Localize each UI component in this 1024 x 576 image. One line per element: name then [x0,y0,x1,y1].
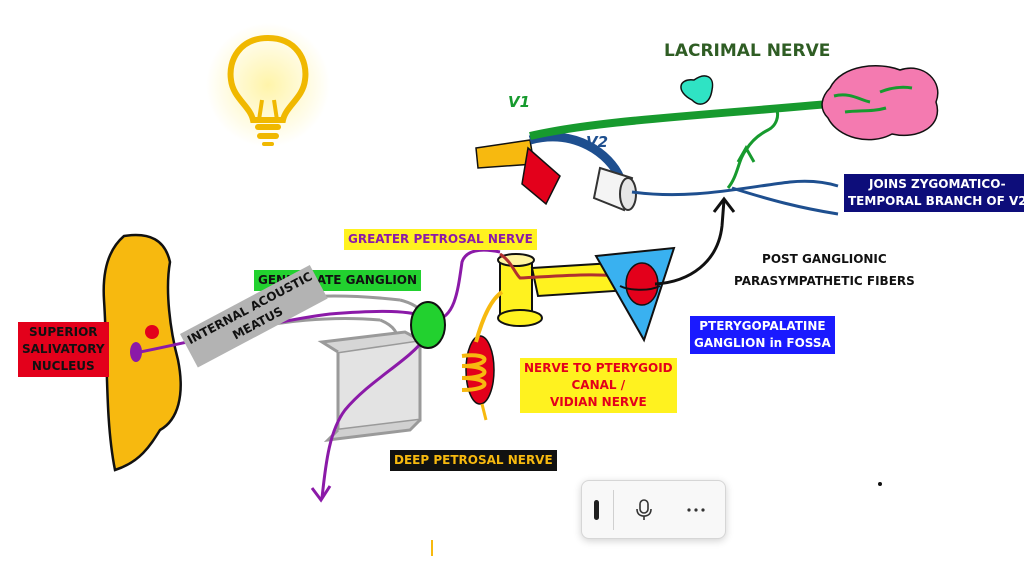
ppg-line-2: GANGLION in FOSSA [694,336,831,350]
ppg-line-1: PTERYGOPALATINE [699,319,826,333]
microphone-button[interactable] [624,490,664,530]
salivatory-purple-dot [130,342,142,362]
more-options-icon [687,507,705,512]
pg-line-1: POST GANGLIONIC [762,252,887,266]
greater-petrosal-nerve-label: GREATER PETROSAL NERVE [344,229,537,250]
pg-line-2: PARASYMPATHETIC FIBERS [734,274,915,288]
light-bulb-icon [206,23,330,147]
v1-label-text: V1 [508,93,531,111]
lacrimal-nerve-label-text: LACRIMAL NERVE [664,41,831,61]
jz-line-1: JOINS ZYGOMATICO- [869,177,1006,191]
microphone-icon [636,498,652,520]
geniculate-ganglion-shape [410,301,446,349]
npc-line-1: NERVE TO PTERYGOID [524,361,673,375]
stray-dot [878,482,882,486]
v2-label: V2 [586,134,608,151]
arrow-up-icon [712,196,736,213]
communicating-arrow-icon [736,144,756,163]
v1-label: V1 [508,94,530,111]
post-ganglionic-label: POST GANGLIONIC PARASYMPATHETIC FIBERS [734,248,915,292]
pterygopalatine-ganglion-label: PTERYGOPALATINE GANGLION in FOSSA [690,316,835,354]
superior-salivatory-nucleus-label: SUPERIOR SALIVATORY NUCLEUS [18,322,109,377]
voice-toolbar [581,480,726,539]
more-options-button[interactable] [676,490,716,530]
arrow-down-icon [310,485,332,503]
npc-line-2: CANAL / [571,378,626,392]
greater-petrosal-nerve-label-text: GREATER PETROSAL NERVE [348,232,533,246]
post-ganglionic-path [654,199,726,286]
communicating-branch-path [726,107,780,189]
ssn-line-3: NUCLEUS [31,359,95,373]
deep-petrosal-nerve-label: DEEP PETROSAL NERVE [390,450,557,471]
foramen-rotundum-cylinder [592,166,637,212]
npc-line-3: VIDIAN NERVE [549,395,647,409]
ssn-line-1: SUPERIOR [29,325,98,339]
salivatory-nucleus-dot [145,325,159,339]
lacrimal-nerve-label: LACRIMAL NERVE [664,40,830,62]
lacrimal-nerve-teardrop [680,75,714,105]
nerve-to-pterygoid-label: NERVE TO PTERYGOID CANAL / VIDIAN NERVE [520,358,677,413]
trigeminal-branches [475,98,851,206]
ssn-line-2: SALIVATORY [22,342,105,356]
zygomatic-branch-path [731,186,839,216]
deep-petrosal-nerve-label-text: DEEP PETROSAL NERVE [394,453,553,467]
pterygopalatine-ganglion-shape [594,246,676,343]
facial-descending-path [320,337,427,499]
toolbar-separator [613,489,614,530]
drag-handle-icon[interactable] [594,499,599,520]
lacrimal-gland-shape [821,65,939,141]
stray-mark [431,540,433,556]
deep-petrosal-coil [461,290,504,421]
jz-line-2: TEMPORAL BRANCH OF V2 [848,194,1024,208]
joins-zygomatico-label: JOINS ZYGOMATICO- TEMPORAL BRANCH OF V2 [844,174,1024,212]
maxillary-nerve-path [631,179,839,197]
greater-petrosal-path [434,248,501,322]
v2-label-text: V2 [586,133,609,151]
